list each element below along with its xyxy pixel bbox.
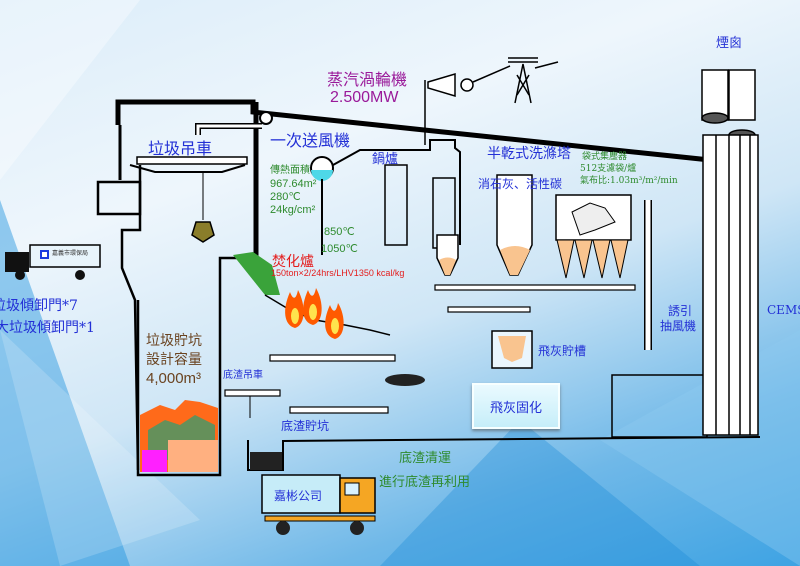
heat-area-value: 967.64m² bbox=[270, 178, 317, 190]
baghouse-ratio: 氣布比:1.03m³/m²/min bbox=[580, 176, 678, 186]
fire-icon bbox=[285, 288, 344, 339]
slag-conveyor bbox=[385, 374, 425, 386]
slag-pit-label: 底渣貯坑 bbox=[281, 419, 330, 433]
slag-removal-label: 底渣清運 bbox=[399, 451, 452, 466]
pit-garbage-peach bbox=[168, 440, 218, 472]
slag-crane-rail bbox=[224, 389, 281, 397]
slag-truck bbox=[261, 474, 376, 535]
pit-garbage-magenta bbox=[142, 450, 167, 472]
induced-fan-housing bbox=[611, 374, 708, 438]
garbage-truck bbox=[5, 244, 101, 280]
temp-850: 850℃ bbox=[324, 226, 355, 238]
scrubber-reagent: 消石灰、活性碳 bbox=[478, 177, 563, 191]
fly-ash-tank-label: 飛灰貯槽 bbox=[538, 344, 587, 358]
incinerator-spec: 150ton×2/24hrs/LHV1350 kcal/kg bbox=[271, 268, 405, 278]
power-tower-icon bbox=[508, 57, 559, 104]
tipping-doors-label: 垃圾傾卸門*7 bbox=[0, 298, 78, 314]
temp-1050: 1050℃ bbox=[321, 243, 358, 255]
fly-ash-solidification-button[interactable]: 飛灰固化 bbox=[472, 383, 560, 429]
turbine bbox=[427, 72, 456, 98]
steam-turbine-label: 蒸汽渦輪機 bbox=[327, 70, 408, 89]
heat-area-label: 傳熱面積 bbox=[270, 165, 310, 176]
truck-company-label: 嘉彬公司 bbox=[274, 489, 323, 503]
pit-label-2: 設計容量 bbox=[146, 352, 202, 368]
garbage-truck-label: 嘉義市環保局 bbox=[52, 250, 89, 257]
large-tipping-doors-label: 大垃圾傾卸門*1 bbox=[0, 320, 95, 336]
steam-pressure: 24kg/cm² bbox=[270, 204, 316, 216]
building-roof bbox=[115, 99, 711, 163]
primary-fan-symbol bbox=[259, 111, 273, 125]
baghouse-hoppers bbox=[556, 239, 629, 279]
induced-fan-label-1: 誘引 bbox=[668, 304, 693, 318]
slag-crane-label: 底渣吊車 bbox=[223, 370, 263, 381]
crane-rail bbox=[136, 156, 248, 165]
chimney-label: 煙囪 bbox=[716, 36, 743, 51]
baghouse-title: 袋式集塵器 bbox=[582, 152, 628, 162]
garbage-pit-wall bbox=[136, 256, 253, 477]
baghouse-bags: 512支濾袋/爐 bbox=[580, 164, 637, 174]
induced-fan-label-2: 抽風機 bbox=[660, 319, 697, 333]
pit-capacity: 4,000m³ bbox=[146, 370, 202, 387]
garbage-crane-label: 垃圾吊車 bbox=[148, 139, 213, 158]
boiler-label: 鍋爐 bbox=[372, 152, 399, 167]
fly-ash-solidification-label: 飛灰固化 bbox=[489, 400, 542, 416]
cems-label: CEMS bbox=[767, 303, 800, 317]
boiler-outline bbox=[332, 139, 461, 245]
pit-label-1: 垃圾貯坑 bbox=[146, 333, 202, 349]
steam-turbine-capacity: 2.500MW bbox=[330, 89, 399, 106]
boiler-tube-bank-1 bbox=[384, 164, 408, 246]
incinerator-label: 焚化爐 bbox=[272, 254, 314, 270]
feed-chute bbox=[233, 252, 280, 295]
scrubber-label: 半乾式洗滌塔 bbox=[487, 146, 571, 162]
grab-bucket bbox=[191, 221, 215, 243]
slag-reuse-label: 進行底渣再利用 bbox=[379, 475, 471, 490]
steam-temp: 280℃ bbox=[270, 191, 301, 203]
chimney bbox=[701, 69, 759, 436]
primary-fan-label: 一次送風機 bbox=[270, 131, 351, 150]
